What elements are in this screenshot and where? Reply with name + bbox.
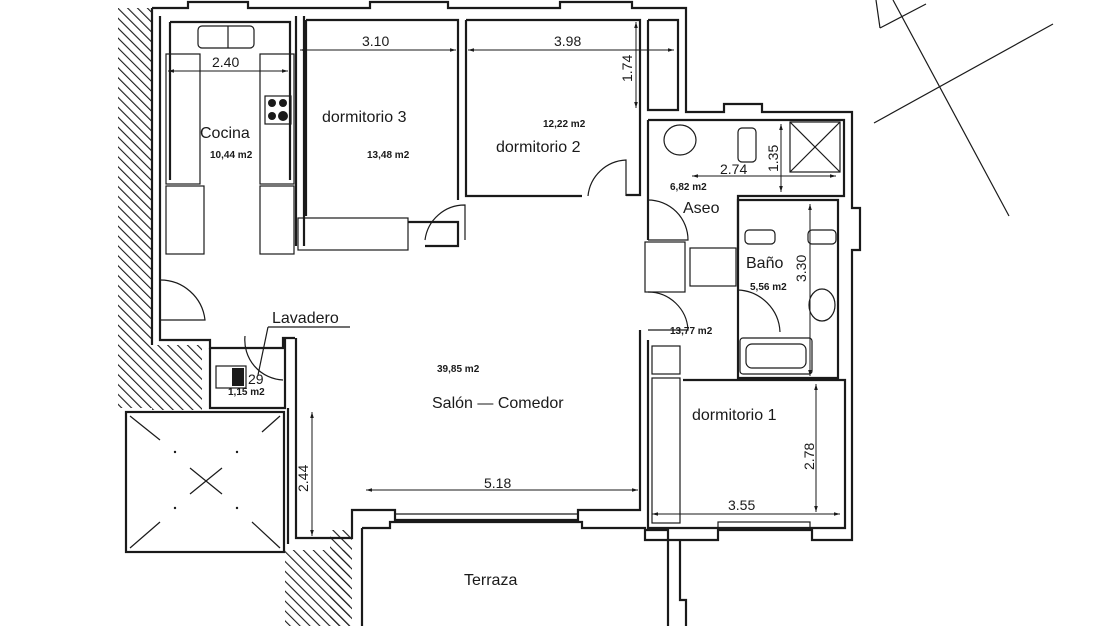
area-pasillo: 13,77 m2 bbox=[670, 326, 713, 337]
room-dormitorio-1 bbox=[646, 340, 847, 530]
area-dormitorio-2: 12,22 m2 bbox=[543, 119, 586, 130]
hatched-party-wall bbox=[118, 8, 352, 626]
dim-dorm3-width: 3.10 bbox=[362, 33, 389, 49]
label-terraza: Terraza bbox=[464, 572, 517, 589]
area-salon-comedor: 39,85 m2 bbox=[437, 364, 480, 375]
room-dormitorio-2 bbox=[587, 159, 627, 197]
label-dormitorio-1: dormitorio 1 bbox=[692, 407, 777, 424]
washing-machine-icon bbox=[215, 365, 247, 389]
area-cocina: 10,44 m2 bbox=[210, 150, 253, 161]
bano-fixtures bbox=[644, 198, 840, 380]
label-dormitorio-2: dormitorio 2 bbox=[496, 139, 581, 156]
dim-salon-left: 2.44 bbox=[295, 465, 311, 492]
label-lavadero: Lavadero bbox=[272, 310, 339, 327]
shower-icon bbox=[789, 121, 841, 173]
dimension-lines bbox=[168, 22, 840, 536]
toilet-icon bbox=[737, 127, 757, 163]
dim-bano-length: 3.30 bbox=[793, 255, 809, 282]
dim-dorm1-depth: 2.78 bbox=[801, 443, 817, 470]
exterior-walls bbox=[150, 0, 862, 542]
bathtub-icon bbox=[739, 337, 813, 375]
room-terraza bbox=[360, 520, 688, 626]
cooktop-icon bbox=[264, 95, 292, 125]
label-aseo: Aseo bbox=[683, 200, 720, 217]
dim-aseo-width: 2.74 bbox=[720, 161, 747, 177]
label-cocina: Cocina bbox=[200, 125, 250, 142]
north-arrow-icon bbox=[873, 0, 1054, 217]
aseo-fixtures bbox=[647, 121, 841, 241]
area-aseo: 6,82 m2 bbox=[670, 182, 707, 193]
room-salon-comedor bbox=[286, 330, 642, 544]
toilet-icon bbox=[744, 229, 776, 245]
kitchen-fixtures bbox=[159, 25, 295, 321]
dim-dorm2-width: 3.98 bbox=[554, 33, 581, 49]
label-salon-comedor: Salón — Comedor bbox=[432, 395, 564, 412]
label-dormitorio-3: dormitorio 3 bbox=[322, 109, 407, 126]
sink-icon bbox=[808, 288, 836, 322]
dim-lavadero: 29 bbox=[248, 371, 264, 387]
dim-aseo-depth: 1.35 bbox=[765, 145, 781, 172]
room-lavadero bbox=[208, 326, 350, 410]
sink-icon bbox=[663, 124, 697, 156]
dim-dorm2-closet: 1.74 bbox=[619, 55, 635, 82]
bidet-icon bbox=[807, 229, 837, 245]
room-dormitorio-3 bbox=[297, 204, 466, 251]
patio-void bbox=[124, 410, 286, 554]
area-dormitorio-3: 13,48 m2 bbox=[367, 150, 410, 161]
label-bano: Baño bbox=[746, 255, 783, 272]
area-bano: 5,56 m2 bbox=[750, 282, 787, 293]
dim-salon-width: 5.18 bbox=[484, 475, 511, 491]
dim-dorm1-width: 3.55 bbox=[728, 497, 755, 513]
dim-cocina-width: 2.40 bbox=[212, 54, 239, 70]
area-lavadero: 1,15 m2 bbox=[228, 387, 265, 398]
